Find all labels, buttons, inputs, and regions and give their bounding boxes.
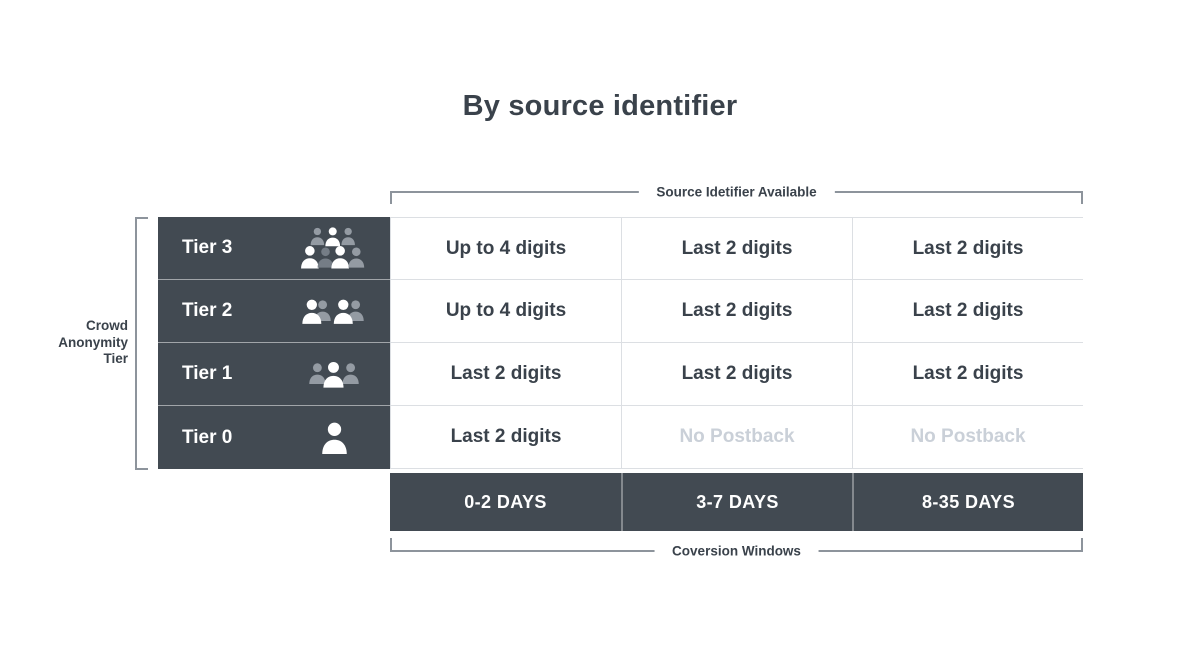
table-cell: No Postback [621,406,852,469]
table-row: Tier 0 Last 2 digits No Postback No Post… [158,406,1083,469]
group-3-icon [294,361,374,388]
single-person-icon [294,422,374,454]
crowd-label-line: Anonymity [58,334,128,350]
day-range-cell: 3-7 DAYS [621,473,852,531]
tier-matrix-table: Tier 3 Up to 4 digits Last 2 digits Last… [158,217,1083,469]
crowd-anonymity-tier-label: Crowd Anonymity Tier [30,318,128,368]
table-row: Tier 2 Up to 4 digits Last 2 digits Last… [158,280,1083,343]
table-cell: Last 2 digits [390,343,621,406]
crowd-7-icon [294,226,374,270]
tier-3-header-cell: Tier 3 [158,217,390,280]
table-cell: Last 2 digits [390,406,621,469]
table-cell: Last 2 digits [621,280,852,343]
source-identifier-label: Source Idetifier Available [638,184,835,200]
tier-0-label: Tier 0 [182,426,233,448]
table-row: Tier 1 Last 2 digits Last 2 digits Last … [158,343,1083,406]
source-identifier-bracket: Source Idetifier Available [390,184,1083,204]
conversion-window-row: 0-2 DAYS 3-7 DAYS 8-35 DAYS [390,473,1083,531]
tier-3-label: Tier 3 [182,237,233,258]
tier-0-header-cell: Tier 0 [158,406,390,469]
tier-2-header-cell: Tier 2 [158,280,390,343]
day-range-cell: 0-2 DAYS [390,473,621,531]
crowd-anonymity-bracket [135,217,148,470]
page-title: By source identifier [462,90,738,122]
table-cell: Last 2 digits [621,217,852,280]
group-4-icon [294,298,374,325]
table-cell: Last 2 digits [852,280,1083,343]
tier-1-header-cell: Tier 1 [158,343,390,406]
table-cell: No Postback [852,406,1083,469]
table-row: Tier 3 Up to 4 digits Last 2 digits Last… [158,217,1083,280]
tier-2-label: Tier 2 [182,300,233,321]
table-cell: Last 2 digits [852,217,1083,280]
table-cell: Last 2 digits [621,343,852,406]
conversion-windows-label: Coversion Windows [654,543,819,559]
table-cell: Up to 4 digits [390,280,621,343]
tier-1-label: Tier 1 [182,363,233,384]
table-cell: Last 2 digits [852,343,1083,406]
table-cell: Up to 4 digits [390,217,621,280]
conversion-windows-bracket: Coversion Windows [390,538,1083,559]
day-range-cell: 8-35 DAYS [852,473,1083,531]
crowd-label-line: Tier [103,351,128,366]
crowd-label-line: Crowd [86,318,128,333]
